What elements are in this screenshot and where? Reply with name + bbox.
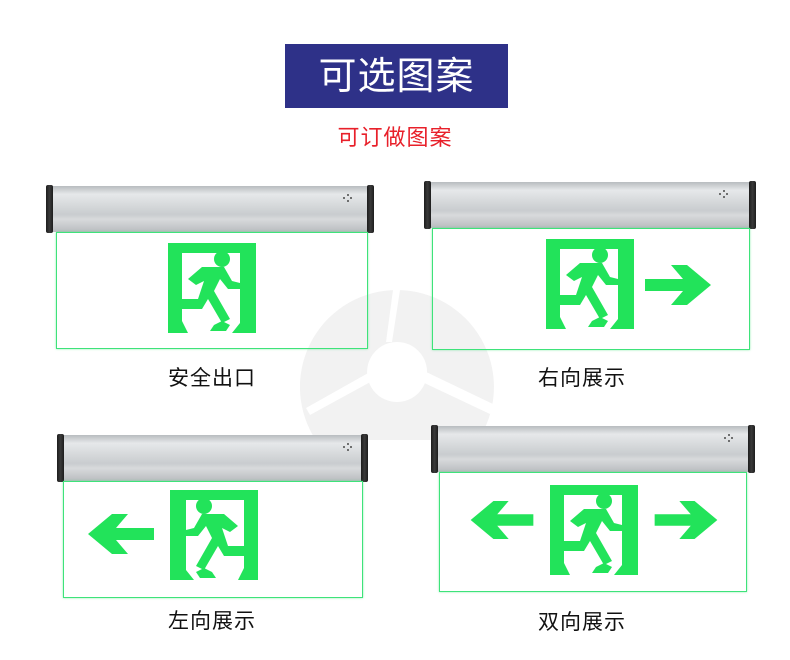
aluminum-housing-bar [431, 425, 755, 473]
aluminum-housing-bar [46, 185, 374, 233]
acrylic-panel [439, 472, 747, 592]
running-man-exit-icon [550, 485, 638, 575]
arrow-left-icon [88, 514, 154, 554]
aluminum-housing-bar [57, 434, 368, 482]
running-man-exit-icon [546, 239, 634, 329]
running-man-exit-icon [168, 243, 256, 333]
arrow-left-icon [470, 501, 534, 539]
arrow-right-icon [654, 501, 718, 539]
acrylic-panel [63, 481, 363, 598]
sign-label: 左向展示 [168, 609, 256, 633]
aluminum-housing-bar [424, 181, 756, 229]
watermark-logo-icon [300, 290, 495, 440]
speaker-grill-icon [724, 434, 734, 444]
sign-label: 安全出口 [168, 366, 256, 390]
custom-pattern-subtitle: 可订做图案 [337, 126, 453, 151]
page-title-banner: 可选图案 [285, 44, 508, 108]
exit-sign-option-left-arrow[interactable]: 左向展示 [57, 434, 371, 633]
sign-label: 右向展示 [538, 366, 626, 390]
exit-sign-option-safety-exit[interactable]: 安全出口 [46, 185, 378, 390]
acrylic-panel [432, 228, 750, 350]
sign-label: 双向展示 [538, 610, 626, 634]
arrow-right-icon [645, 265, 711, 305]
speaker-grill-icon [343, 443, 353, 453]
running-man-exit-icon [170, 490, 258, 580]
speaker-grill-icon [719, 190, 729, 200]
exit-sign-option-right-arrow[interactable]: 右向展示 [424, 181, 760, 390]
exit-sign-option-both-arrows[interactable]: 双向展示 [431, 425, 757, 634]
speaker-grill-icon [343, 194, 353, 204]
acrylic-panel [56, 232, 368, 349]
